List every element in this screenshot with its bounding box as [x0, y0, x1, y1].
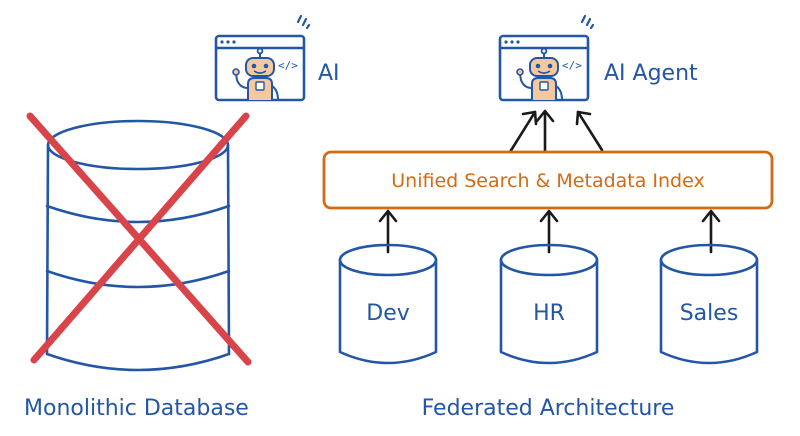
ai-agent-label: AI Agent — [604, 61, 698, 86]
hr-database-icon — [499, 243, 599, 365]
ai-robot-icon — [214, 34, 306, 102]
dev-database-icon — [338, 243, 438, 365]
dev-label: Dev — [366, 301, 410, 326]
sales-label: Sales — [680, 301, 739, 326]
arrow-index-to-agent-middle — [535, 109, 555, 154]
arrow-index-to-agent-right — [575, 110, 604, 152]
sparkle-icon — [296, 14, 311, 30]
sales-database-icon — [659, 243, 759, 365]
hr-label: HR — [533, 301, 565, 326]
federated-architecture-label: Federated Architecture — [422, 396, 675, 421]
sparkle-icon — [580, 14, 595, 30]
arrow-index-to-agent-left — [508, 110, 538, 154]
unified-index-label: Unified Search & Metadata Index — [391, 170, 704, 192]
red-x-icon — [26, 112, 252, 366]
monolithic-database-label: Monolithic Database — [24, 396, 249, 421]
ai-agent-robot-icon — [498, 34, 590, 102]
monolithic-database-icon — [45, 119, 231, 372]
ai-label: AI — [318, 61, 340, 86]
unified-index-box — [322, 150, 774, 210]
